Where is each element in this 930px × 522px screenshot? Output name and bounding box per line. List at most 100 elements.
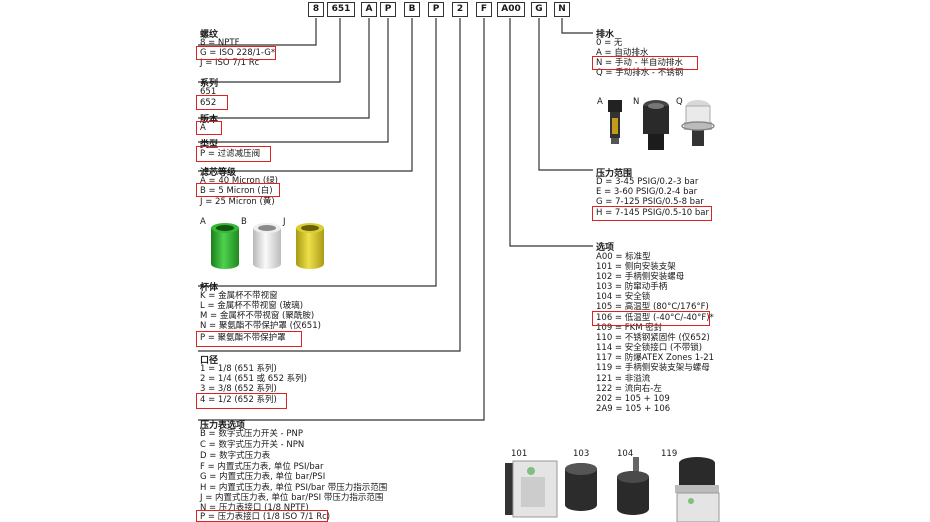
gauge-option: P = 压力表接口 (1/8 ISO 7/1 Rc) (200, 512, 331, 522)
selection-highlight (196, 121, 222, 135)
pressure-option: E = 3-60 PSIG/0.2-4 bar (596, 187, 698, 197)
drain-image-label: Q (676, 97, 683, 107)
option-item: 121 = 非溢流 (596, 374, 651, 384)
port-option: 2 = 1/4 (651 或 652 系列) (200, 374, 308, 384)
thread-heading: 螺纹 (200, 30, 219, 40)
type-option: P = 过滤减压阀 (200, 149, 261, 159)
selection-highlight (592, 56, 698, 70)
code-gauge: F (476, 2, 492, 17)
port-heading: 口径 (200, 356, 219, 366)
selection-highlight (196, 510, 328, 522)
selection-highlight (196, 393, 287, 409)
option-image-label: 104 (617, 449, 634, 459)
option-item: 105 = 高温型 (80°C/176°F) (596, 302, 709, 312)
option-item: 117 = 防爆ATEX Zones 1-21 (596, 353, 715, 363)
version-option: A (200, 123, 206, 133)
selection-highlight (196, 146, 271, 162)
version-heading: 版本 (200, 115, 219, 125)
options-heading: 选项 (596, 243, 615, 253)
bowl-heading: 杯体 (200, 283, 219, 293)
port-option: 3 = 3/8 (652 系列) (200, 384, 277, 394)
bowl-option: M = 金属杯不带视窗 (聚酰胺) (200, 311, 315, 321)
bowl-option: N = 聚氨酯不带保护罩 (仅651) (200, 321, 321, 331)
selection-highlight (196, 183, 280, 197)
element-image-label: A (200, 217, 206, 227)
series-heading: 系列 (200, 79, 219, 89)
port-option: 1 = 1/8 (651 系列) (200, 364, 277, 374)
selection-highlight (196, 95, 228, 110)
option-item: 119 = 手柄侧安装支架与螺母 (596, 363, 710, 373)
option-item: 2A9 = 105 + 106 (596, 404, 671, 414)
gauge-heading: 压力表选项 (200, 421, 246, 431)
manual-drain-image (643, 100, 669, 150)
element-heading: 滤芯等级 (200, 168, 237, 178)
auto-drain-image (608, 100, 622, 144)
gauge-option: G = 内置式压力表, 单位 bar/PSI (200, 472, 326, 482)
thread-option: 8 = NPTF (200, 38, 240, 48)
white-element-image (253, 223, 281, 269)
bowl-option: P = 聚氨酯不带保护罩 (200, 333, 286, 343)
bowl-option: K = 金属杯不带视窗 (200, 291, 278, 301)
element-option: J = 25 Micron (黄) (200, 197, 275, 207)
pressure-option: D = 3-45 PSIG/0.2-3 bar (596, 177, 699, 187)
gauge-option: N = 压力表接口 (1/8 NPTF) (200, 503, 309, 513)
code-series: 651 (327, 2, 355, 17)
drain-images (608, 100, 715, 150)
code-drain: N (554, 2, 570, 17)
element-option: A = 40 Micron (绿) (200, 176, 278, 186)
bracket-and-nut-image (675, 457, 720, 522)
thread-option: J = ISO 7/1 Rc (200, 58, 260, 68)
selection-highlight (592, 311, 710, 326)
drain-option: N = 手动 - 半自动排水 (596, 58, 683, 68)
gauge-option: C = 数字式压力开关 - NPN (200, 440, 305, 450)
drain-option: 0 = 无 (596, 38, 623, 48)
port-option: 4 = 1/2 (652 系列) (200, 395, 277, 405)
bowl-option: L = 金属杯不带视窗 (玻璃) (200, 301, 304, 311)
safety-lock-image (617, 457, 649, 515)
option-image-label: 119 (661, 449, 678, 459)
option-item: 202 = 105 + 109 (596, 394, 670, 404)
option-image-label: 103 (573, 449, 590, 459)
filter-element-images (211, 223, 324, 269)
series-option: 651 (200, 87, 217, 97)
code-thread: 8 (308, 2, 324, 17)
option-item: 109 = FKM 密封 (596, 323, 663, 333)
gauge-option: D = 数字式压力表 (200, 451, 271, 461)
gauge-option: H = 内置式压力表, 单位 PSI/bar 带压力指示范围 (200, 483, 388, 493)
selection-highlight (196, 46, 276, 60)
yellow-element-image (296, 223, 324, 269)
option-item: 104 = 安全锁 (596, 292, 651, 302)
option-item: A00 = 标准型 (596, 252, 651, 262)
drain-image-label: N (633, 97, 640, 107)
option-item: 103 = 防窜动手柄 (596, 282, 668, 292)
type-heading: 类型 (200, 140, 219, 150)
code-pressure: G (531, 2, 547, 17)
element-image-label: B (241, 217, 247, 227)
selection-highlight (592, 206, 712, 221)
option-item: 122 = 流向右-左 (596, 384, 662, 394)
pressure-heading: 压力范围 (596, 169, 633, 179)
code-type: P (380, 2, 396, 17)
option-image-label: 101 (511, 449, 528, 459)
code-element: B (404, 2, 420, 17)
element-image-label: J (283, 217, 286, 227)
series-option: 652 (200, 98, 217, 108)
option-images (505, 457, 720, 522)
pressure-option: H = 7-145 PSIG/0.5-10 bar (596, 208, 709, 218)
gauge-option: F = 内置式压力表, 单位 PSI/bar (200, 462, 324, 472)
option-item: 102 = 手柄侧安装螺母 (596, 272, 685, 282)
code-port: 2 (452, 2, 468, 17)
drain-heading: 排水 (596, 30, 615, 40)
option-item: 101 = 侧向安装支架 (596, 262, 676, 272)
drain-option: Q = 手动排水 - 不锈钢 (596, 68, 684, 78)
option-item: 106 = 低温型 (-40°C/-40°F)* (596, 313, 714, 323)
selection-highlight (196, 331, 302, 347)
drain-option: A = 自动排水 (596, 48, 649, 58)
side-bracket-image (505, 460, 558, 518)
anti-tamper-handle-image (565, 463, 597, 511)
option-item: 110 = 不锈钢紧固件 (仅652) (596, 333, 710, 343)
pressure-option: G = 7-125 PSIG/0.5-8 bar (596, 197, 704, 207)
green-element-image (211, 223, 239, 269)
